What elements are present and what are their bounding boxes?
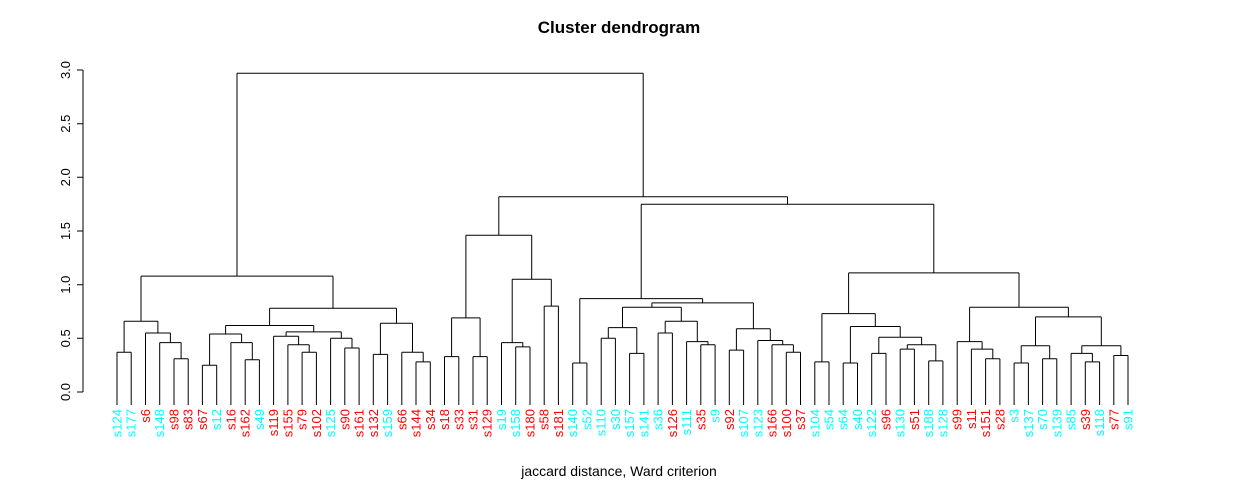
leaf-label-s28: s28 bbox=[992, 409, 1007, 430]
leaf-label-s16: s16 bbox=[223, 409, 238, 430]
leaf-label-s30: s30 bbox=[608, 409, 623, 430]
leaf-label-s98: s98 bbox=[167, 409, 182, 430]
leaf-label-s122: s122 bbox=[864, 409, 879, 437]
leaf-label-s177: s177 bbox=[124, 409, 139, 437]
leaf-label-s79: s79 bbox=[295, 409, 310, 430]
leaf-label-s92: s92 bbox=[722, 409, 737, 430]
leaf-label-s6: s6 bbox=[138, 409, 153, 423]
leaf-label-s52: s52 bbox=[579, 409, 594, 430]
leaf-label-s33: s33 bbox=[451, 409, 466, 430]
leaf-label-s180: s180 bbox=[523, 409, 538, 437]
leaf-label-s77: s77 bbox=[1106, 409, 1121, 430]
leaf-label-s161: s161 bbox=[352, 409, 367, 437]
leaf-label-s90: s90 bbox=[337, 409, 352, 430]
y-tick-label: 3.0 bbox=[58, 61, 73, 79]
leaf-label-s166: s166 bbox=[765, 409, 780, 437]
leaf-label-s126: s126 bbox=[665, 409, 680, 437]
leaf-label-s70: s70 bbox=[1035, 409, 1050, 430]
leaf-label-s128: s128 bbox=[935, 409, 950, 437]
leaf-label-s19: s19 bbox=[494, 409, 509, 430]
leaf-label-s110: s110 bbox=[594, 409, 609, 436]
y-axis: 0.0 0.5 1.0 1.5 2.0 2.5 3.0 bbox=[58, 61, 84, 401]
leaf-label-s36: s36 bbox=[651, 409, 666, 430]
y-tick-label: 2.0 bbox=[58, 168, 73, 186]
dendrogram-tree bbox=[116, 72, 1129, 405]
y-tick-label: 1.0 bbox=[58, 276, 73, 294]
leaf-label-s91: s91 bbox=[1121, 409, 1136, 430]
leaf-label-s130: s130 bbox=[893, 409, 908, 437]
chart-title: Cluster dendrogram bbox=[537, 18, 701, 37]
leaf-label-s158: s158 bbox=[508, 409, 523, 437]
leaf-label-s85: s85 bbox=[1064, 409, 1079, 430]
leaf-label-s137: s137 bbox=[1021, 409, 1036, 437]
y-tick-label: 2.5 bbox=[58, 115, 73, 133]
leaf-label-s49: s49 bbox=[252, 409, 267, 430]
leaf-label-s125: s125 bbox=[323, 409, 338, 437]
y-tick-label: 1.5 bbox=[58, 222, 73, 240]
leaf-label-s34: s34 bbox=[423, 409, 438, 430]
leaf-label-s35: s35 bbox=[693, 409, 708, 430]
leaf-label-s64: s64 bbox=[836, 409, 851, 430]
leaf-label-s188: s188 bbox=[921, 409, 936, 437]
leaf-label-s111: s111 bbox=[679, 409, 694, 435]
leaf-label-s51: s51 bbox=[907, 409, 922, 430]
leaf-label-s39: s39 bbox=[1078, 409, 1093, 430]
leaf-label-s118: s118 bbox=[1092, 409, 1107, 436]
leaf-label-s155: s155 bbox=[280, 409, 295, 437]
leaf-label-s144: s144 bbox=[409, 409, 424, 437]
leaf-label-s159: s159 bbox=[380, 409, 395, 437]
leaf-label-s181: s181 bbox=[551, 409, 566, 437]
leaf-label-s104: s104 bbox=[807, 409, 822, 437]
leaf-label-s157: s157 bbox=[622, 409, 637, 437]
leaf-label-s66: s66 bbox=[394, 409, 409, 430]
leaf-label-s11: s11 bbox=[964, 409, 979, 429]
leaf-label-s18: s18 bbox=[437, 409, 452, 430]
leaf-label-s140: s140 bbox=[565, 409, 580, 437]
leaf-label-s129: s129 bbox=[480, 409, 495, 437]
leaf-label-s40: s40 bbox=[850, 409, 865, 430]
leaf-label-s102: s102 bbox=[309, 409, 324, 437]
leaf-label-s124: s124 bbox=[110, 409, 125, 437]
leaf-label-s83: s83 bbox=[181, 409, 196, 430]
leaf-label-s119: s119 bbox=[266, 409, 281, 436]
leaf-label-s54: s54 bbox=[822, 409, 837, 430]
y-axis-line bbox=[77, 69, 84, 393]
leaf-label-s162: s162 bbox=[238, 409, 253, 437]
leaf-label-s9: s9 bbox=[708, 409, 723, 423]
leaf-label-s100: s100 bbox=[779, 409, 794, 437]
leaf-label-s58: s58 bbox=[537, 409, 552, 430]
x-axis-label: jaccard distance, Ward criterion bbox=[521, 463, 717, 479]
leaf-label-s132: s132 bbox=[366, 409, 381, 437]
leaf-label-s12: s12 bbox=[209, 409, 224, 430]
leaf-label-s151: s151 bbox=[978, 409, 993, 437]
leaf-label-s107: s107 bbox=[736, 409, 751, 437]
leaf-label-s99: s99 bbox=[950, 409, 965, 430]
leaf-label-s148: s148 bbox=[152, 409, 167, 437]
leaf-label-s67: s67 bbox=[195, 409, 210, 430]
leaf-label-s3: s3 bbox=[1007, 409, 1022, 423]
leaf-label-s31: s31 bbox=[466, 409, 481, 430]
y-tick-label: 0.5 bbox=[58, 329, 73, 347]
leaf-label-s123: s123 bbox=[750, 409, 765, 437]
y-tick-label: 0.0 bbox=[58, 383, 73, 401]
leaf-label-s139: s139 bbox=[1049, 409, 1064, 437]
leaf-label-s37: s37 bbox=[793, 409, 808, 430]
leaf-label-s96: s96 bbox=[879, 409, 894, 430]
leaf-label-s141: s141 bbox=[636, 409, 651, 437]
